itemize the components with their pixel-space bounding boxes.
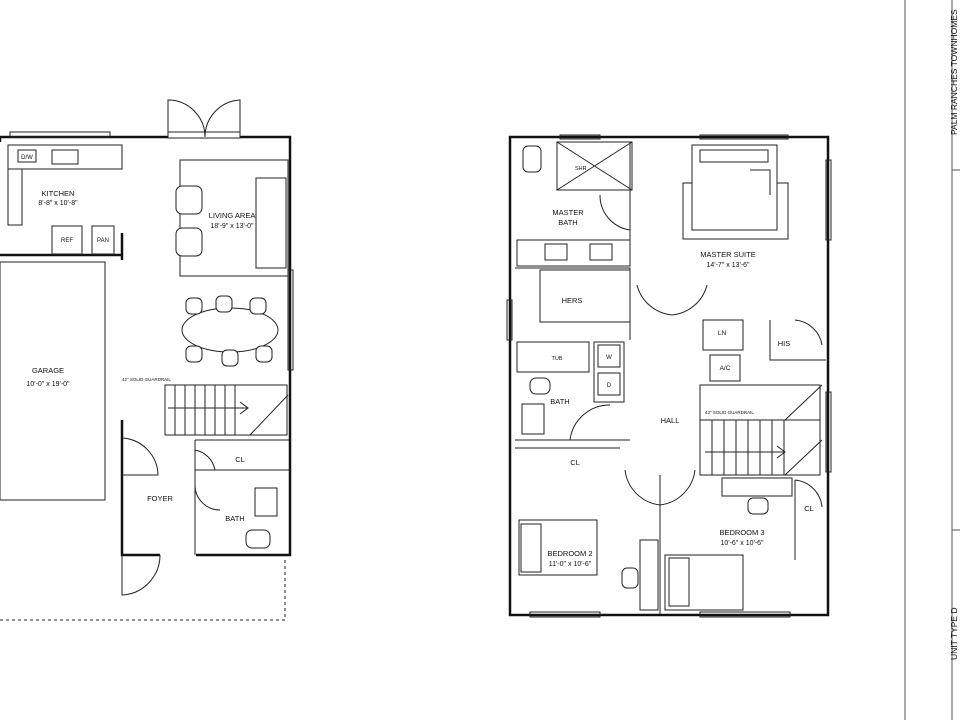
ref-label: REF <box>61 238 73 244</box>
bath-label-first: BATH <box>225 514 244 523</box>
garage-dims: 10'-0" x 19'-0" <box>26 381 70 388</box>
closet-label-first: CL <box>235 455 245 464</box>
tub-label: TUB <box>552 356 563 362</box>
second-floor-labels: SHR MASTER BATH MASTER SUITE 14'-7" x 13… <box>547 166 813 568</box>
master-suite-label: MASTER SUITE <box>700 250 755 259</box>
master-suite-dims: 14'-7" x 13'-6" <box>706 262 750 269</box>
living-area-dims: 18'-9" x 13'-0" <box>210 223 254 230</box>
guardrail-label-second: 42" SOLID GUARDRAIL <box>705 410 754 415</box>
guardrail-label-first: 42" SOLID GUARDRAIL <box>122 377 171 382</box>
unit-type: UNIT TYPE D <box>949 607 959 660</box>
bedroom-3-label: BEDROOM 3 <box>719 528 764 537</box>
master-bath-label-line1: MASTER <box>552 208 584 217</box>
bedroom-2-label: BEDROOM 2 <box>547 549 592 558</box>
hall-label: HALL <box>661 416 680 425</box>
garage-label: GARAGE <box>32 366 64 375</box>
bedroom-2-dims: 11'-0" x 10'-6" <box>549 561 592 568</box>
pan-label: PAN <box>97 238 109 244</box>
his-closet-label: HIS <box>778 339 791 348</box>
master-bath-label-line2: BATH <box>558 218 577 227</box>
kitchen-label: KITCHEN <box>42 189 75 198</box>
title-block: PALM RANCHES TOWNHOMES UNIT TYPE D <box>904 0 960 720</box>
shower-label: SHR <box>575 166 587 172</box>
second-floor-plan <box>506 134 832 618</box>
project-name: PALM RANCHES TOWNHOMES <box>949 9 959 135</box>
linen-label: LN <box>718 330 727 337</box>
first-floor-plan <box>0 99 294 621</box>
hers-closet-label: HERS <box>562 296 583 305</box>
first-floor-labels: KITCHEN 8'-8" x 10'-8" D/W REF PAN LIVIN… <box>21 155 255 523</box>
washer-label: W <box>606 355 612 361</box>
ac-label: A/C <box>720 365 731 372</box>
dryer-label: D <box>607 383 612 389</box>
living-area-label: LIVING AREA <box>209 211 256 220</box>
foyer-label: FOYER <box>147 494 173 503</box>
bedroom-3-dims: 10'-6" x 10'-6" <box>720 540 764 547</box>
dw-label: D/W <box>21 155 33 161</box>
closet-label-bedroom3: CL <box>804 504 814 513</box>
closet-label-bedroom2: CL <box>570 458 580 467</box>
bath-label-second: BATH <box>550 397 569 406</box>
kitchen-dims: 8'-8" x 10'-8" <box>38 200 78 207</box>
